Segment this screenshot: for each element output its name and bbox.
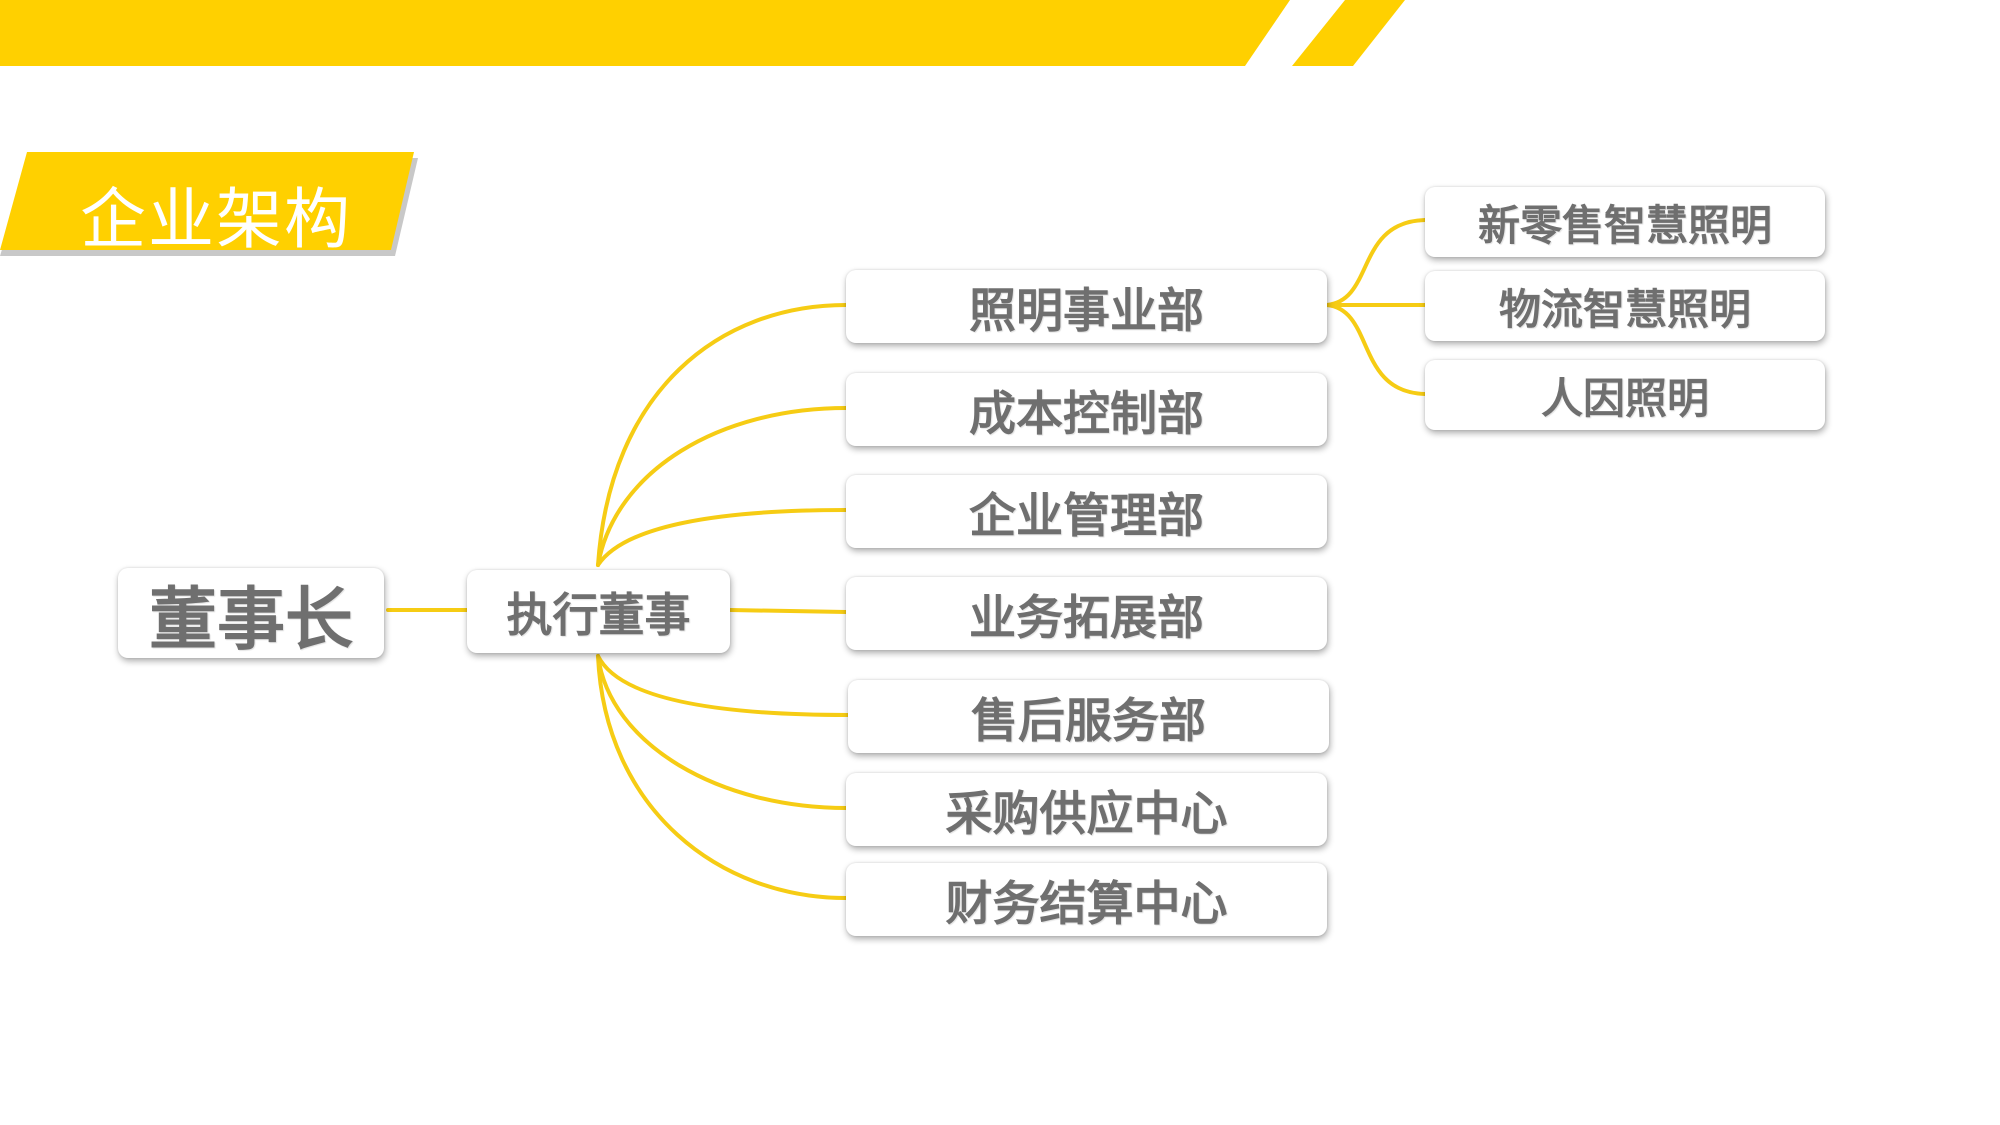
connector-dept1-to-sub-3 <box>1325 303 1427 396</box>
org-node-label: 新零售智慧照明 <box>1477 200 1772 250</box>
connector-executive-to-dept-5 <box>596 654 850 717</box>
connector-executive-to-dept-4 <box>728 608 848 614</box>
connector-executive-to-dept-7 <box>596 654 848 900</box>
org-node-department: 照明事业部 <box>846 270 1327 343</box>
connector-executive-to-dept-1 <box>596 303 848 567</box>
org-node-label: 财务结算中心 <box>945 877 1228 932</box>
org-node-label: 人因照明 <box>1540 373 1709 423</box>
connector-executive-to-dept-3 <box>596 508 848 567</box>
org-node-label: 物流智慧照明 <box>1498 284 1751 334</box>
org-node-sub-unit: 新零售智慧照明 <box>1425 187 1825 257</box>
org-node-department: 财务结算中心 <box>846 863 1327 936</box>
org-node-label: 采购供应中心 <box>945 787 1228 842</box>
connector-executive-to-dept-2 <box>596 406 848 567</box>
org-node-label: 执行董事 <box>506 587 691 642</box>
org-node-executive-director: 执行董事 <box>467 570 730 653</box>
org-node-department: 业务拓展部 <box>846 577 1327 650</box>
org-node-label: 售后服务部 <box>971 694 1206 749</box>
org-node-label: 照明事业部 <box>969 284 1204 339</box>
org-node-label: 成本控制部 <box>969 387 1204 442</box>
org-node-label: 业务拓展部 <box>969 591 1204 646</box>
org-node-department: 成本控制部 <box>846 373 1327 446</box>
top-banner <box>0 0 1290 66</box>
org-node-label: 企业管理部 <box>969 489 1204 544</box>
org-node-department: 采购供应中心 <box>846 773 1327 846</box>
org-node-department: 企业管理部 <box>846 475 1327 548</box>
org-node-label: 董事长 <box>148 580 353 660</box>
connector-executive-to-dept-6 <box>596 654 848 810</box>
top-banner-stripe <box>1292 0 1405 66</box>
org-node-chairman: 董事长 <box>118 568 384 660</box>
title-tab <box>0 152 414 250</box>
org-node-sub-unit: 物流智慧照明 <box>1425 271 1825 341</box>
section-title: 企业架构 <box>80 181 352 258</box>
org-node-sub-unit: 人因照明 <box>1425 360 1825 430</box>
org-node-department: 售后服务部 <box>848 680 1329 753</box>
connector-dept1-to-sub-1 <box>1325 218 1427 307</box>
